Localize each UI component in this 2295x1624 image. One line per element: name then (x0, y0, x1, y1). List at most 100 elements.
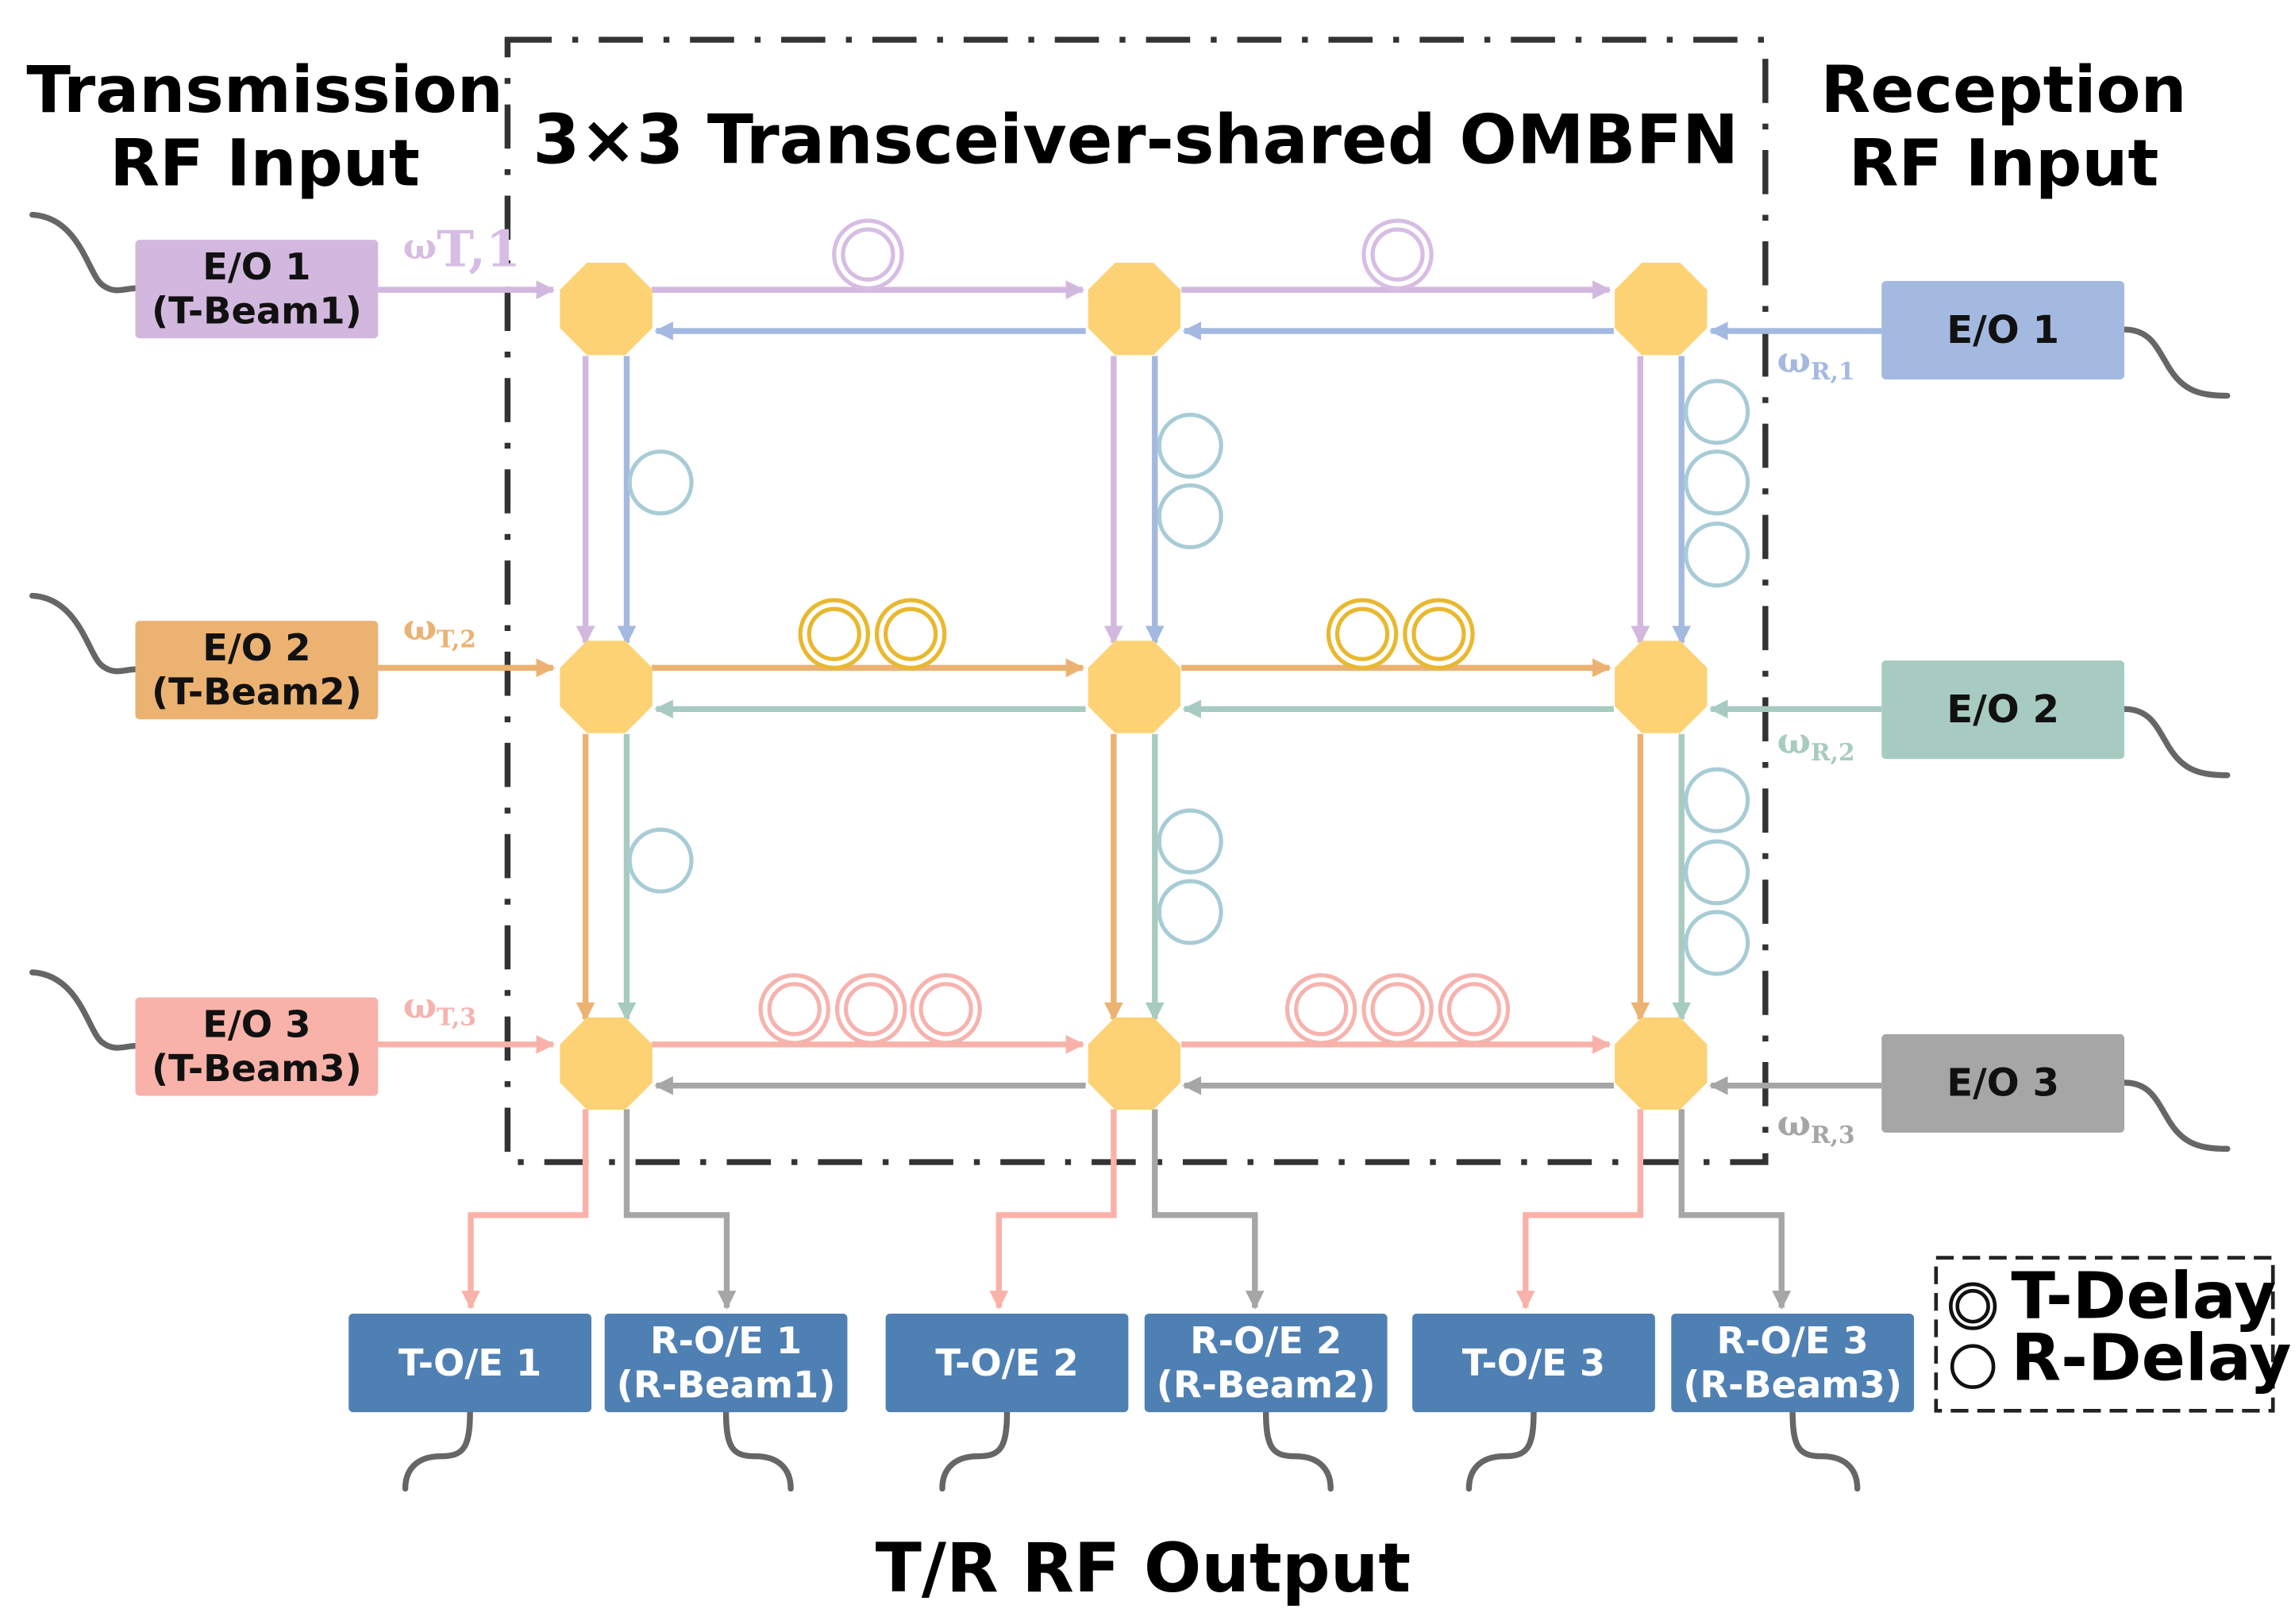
rx-input-1-box (1881, 280, 2125, 380)
output-r-oe-3: R-O/E 3 (R-Beam3) (1671, 1313, 1915, 1413)
col-1-r-output-line (623, 1109, 737, 1310)
r-delay-col2-upper-2 (1157, 483, 1223, 550)
tx-input-3-line1: E/O 3 (202, 1003, 310, 1046)
output-r-oe-3-line2: (R-Beam3) (1683, 1364, 1902, 1407)
rx-input-2: E/O 2 ωR,2 (1777, 660, 2125, 766)
t-delay-row2-b2-inner (1411, 606, 1466, 661)
tx-input-2-line2: (T-Beam2) (152, 671, 362, 714)
t-delay-legend-icon (1949, 1282, 1997, 1330)
rx-input-3-label: E/O 3 (1947, 1061, 2059, 1106)
switch-nodes (560, 263, 1708, 1110)
rx-input-cable-2 (2121, 706, 2231, 779)
rx-input-3-box (1881, 1033, 2125, 1133)
t-delay-row3-b1-inner (1294, 982, 1349, 1037)
output-t-oe-1-box (348, 1313, 591, 1413)
r-delay-col3-lower-3 (1684, 910, 1750, 976)
tx-input-2: E/O 2 (T-Beam2) ωT,2 (135, 607, 476, 720)
tx-input-cable-2 (29, 592, 139, 675)
omega-t2: ωT,2 (403, 607, 476, 652)
node-r2-c1 (560, 641, 653, 733)
rx-input-1: E/O 1 ωR,1 (1777, 280, 2125, 385)
t-output-cable-2 (939, 1409, 1011, 1492)
output-t-oe-3-label: T-O/E 3 (1462, 1341, 1605, 1384)
rx-input-cable-3 (2121, 1079, 2231, 1153)
output-r-oe-1-line1: R-O/E 1 (650, 1319, 802, 1362)
r-delay-col3-lower-1 (1684, 767, 1750, 833)
rf-cables (29, 211, 2231, 1492)
output-r-oe-2-line1: R-O/E 2 (1190, 1319, 1342, 1362)
r-delay-legend-icon (1950, 1344, 1996, 1389)
t-delay-row3-a2-inner (843, 982, 899, 1037)
tx-input-cable-1 (29, 211, 139, 294)
output-r-oe-2-box (1144, 1313, 1388, 1413)
diagram-title: 3×3 Transceiver-shared OMBFN (533, 102, 1739, 180)
output-r-oe-1: R-O/E 1 (R-Beam1) (604, 1313, 848, 1413)
node-r2-c2 (1088, 641, 1181, 733)
tx-input-2-line1: E/O 2 (202, 626, 310, 669)
tx-input-3: E/O 3 (T-Beam3) ωT,3 (135, 985, 476, 1096)
col-1-t-output-line (461, 1109, 589, 1310)
t-delay-row2-a1-inner (807, 606, 861, 661)
ombfn-frame (504, 37, 1769, 1165)
t-delay-row2-b1-inner (1334, 606, 1390, 661)
output-r-oe-3-box (1671, 1313, 1915, 1413)
delay-units (627, 218, 1750, 1045)
r-delay-legend-label: R-Delay units (2011, 1320, 2295, 1395)
rx-input-2-label: E/O 2 (1947, 687, 2059, 732)
node-r3-c2 (1088, 1017, 1181, 1110)
r-delay-col3-upper-1 (1684, 379, 1750, 445)
r-delay-col1-upper (627, 449, 694, 516)
output-r-oe-2-line2: (R-Beam2) (1157, 1364, 1376, 1407)
tx-input-3-line2: (T-Beam3) (152, 1047, 362, 1090)
output-t-oe-2: T-O/E 2 (885, 1313, 1129, 1413)
r-delay-col3-upper-3 (1684, 521, 1750, 588)
node-r1-c3 (1615, 263, 1708, 356)
r-delay-col3-lower-2 (1684, 839, 1750, 906)
output-t-oe-3: T-O/E 3 (1412, 1313, 1655, 1413)
r-delay-col2-lower-1 (1157, 808, 1223, 875)
reception-header-line1: Reception (1821, 52, 2187, 128)
output-t-oe-3-box (1412, 1313, 1655, 1413)
col-2-t-output-line (989, 1109, 1117, 1310)
omega-r2: ωR,2 (1777, 721, 1855, 766)
omega-r1: ωR,1 (1777, 340, 1855, 385)
output-t-oe-2-box (885, 1313, 1129, 1413)
node-r3-c3 (1615, 1017, 1708, 1110)
tx-input-1: E/O 1 (T-Beam1) ωT,1 (135, 219, 521, 339)
node-r1-c2 (1088, 263, 1181, 356)
t-delay-row3-a3-inner (918, 982, 973, 1037)
col-3-r-output-line (1678, 1109, 1792, 1310)
output-t-oe-1-label: T-O/E 1 (399, 1341, 541, 1384)
r-output-cable-3 (1789, 1409, 1861, 1492)
t-delay-row2-a2-inner (884, 606, 938, 661)
t-delay-row3-b2-inner (1370, 982, 1425, 1037)
r-delay-col2-upper-1 (1157, 413, 1223, 479)
col-2-r-output-line (1152, 1109, 1265, 1310)
t-output-cable-1 (402, 1409, 473, 1492)
output-t-oe-1: T-O/E 1 (348, 1313, 591, 1413)
tx-input-1-line2: (T-Beam1) (152, 290, 362, 333)
omega-t1: ωT,1 (403, 219, 521, 278)
t-delay-row3-b3-inner (1446, 982, 1502, 1037)
legend: T-Delay units R-Delay units (1934, 1256, 2295, 1413)
tx-input-1-line1: E/O 1 (202, 245, 310, 288)
rx-input-1-label: E/O 1 (1947, 308, 2059, 352)
t-delay-row3-a1-inner (767, 982, 822, 1037)
output-r-oe-1-line2: (R-Beam1) (617, 1364, 836, 1407)
transmission-header-line2: RF Input (110, 126, 420, 202)
r-delay-col2-lower-2 (1157, 879, 1223, 945)
rx-input-2-box (1881, 660, 2125, 760)
waveguides (378, 280, 1882, 1310)
node-r1-c1 (560, 263, 653, 356)
t-delay-row1-b-inner (1370, 227, 1425, 282)
transmission-header-line1: Transmission (26, 52, 503, 128)
t-delay-legend-label: T-Delay units (2011, 1259, 2295, 1334)
t-delay-row1-a-inner (841, 227, 895, 282)
t-output-cable-3 (1465, 1409, 1537, 1492)
rx-input-3: E/O 3 ωR,3 (1777, 1033, 2125, 1149)
r-delay-col1-lower (627, 827, 694, 894)
r-delay-col3-upper-2 (1684, 449, 1750, 516)
node-r2-c3 (1615, 641, 1708, 733)
reception-header-line2: RF Input (1849, 126, 2159, 202)
